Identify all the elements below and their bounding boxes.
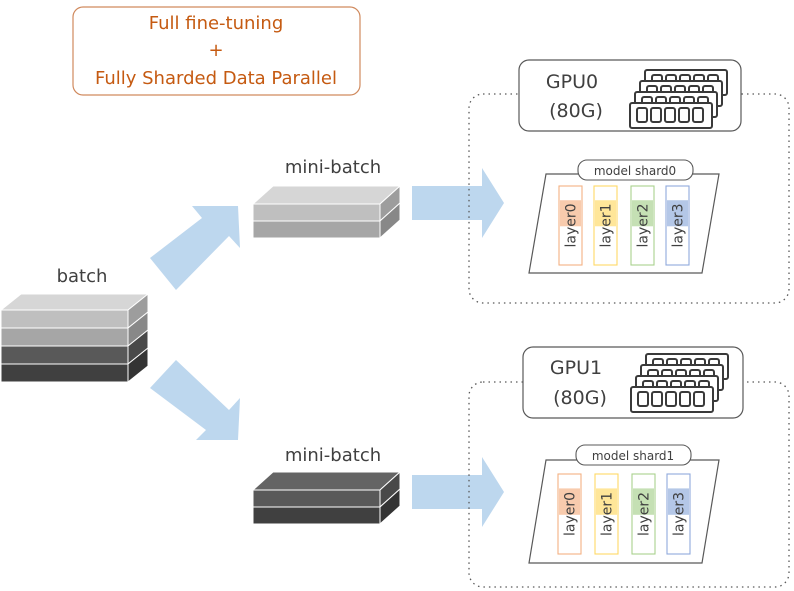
mini-batch-1: mini-batch <box>251 445 402 526</box>
gpu1-memory: (80G) <box>553 387 607 409</box>
shard1-layer-label-1: layer1 <box>600 492 616 536</box>
shard0-label-box <box>577 159 694 181</box>
batch-label: batch <box>57 266 108 287</box>
gpu1-name: GPU1 <box>550 357 602 379</box>
mini-batch-1-layer-1 <box>252 506 381 525</box>
mini-batch-label-0: mini-batch <box>285 157 381 178</box>
shard0-layer-3: layer3 <box>665 185 690 266</box>
mini-batch-label-1: mini-batch <box>285 445 381 466</box>
shard1-layer-3: layer3 <box>666 473 691 555</box>
shard1-layer-label-2: layer2 <box>637 492 653 536</box>
mini-batch-0-layer-side-1 <box>379 201 401 240</box>
shard0-layer-label-3: layer3 <box>671 203 687 247</box>
mini-batch-0-layer-1 <box>252 220 381 239</box>
shard0-layer-label-0: layer0 <box>564 203 580 247</box>
memory-module-icon <box>629 69 728 129</box>
mini-batch-0: mini-batch <box>251 157 402 240</box>
title-box: Full fine-tuning + Fully Sharded Data Pa… <box>72 6 361 96</box>
gpu0-name: GPU0 <box>546 71 598 93</box>
shard1-layer-1: layer1 <box>594 473 619 555</box>
title-plus: + <box>208 40 223 61</box>
shard0-layer-label-1: layer1 <box>599 203 615 247</box>
shard0-layer-0: layer0 <box>558 185 583 266</box>
batch-top-face <box>0 293 150 311</box>
shard1-layer-2: layer2 <box>631 473 656 555</box>
title-line-3: Fully Sharded Data Parallel <box>95 68 337 89</box>
gpu0-node: GPU0 (80G) <box>468 59 790 304</box>
gpu1-node: GPU1 (80G) <box>468 346 790 588</box>
shard0-layer-label-2: layer2 <box>636 203 652 247</box>
shard1-layer-label-0: layer0 <box>563 492 579 536</box>
memory-module-icon <box>630 353 729 413</box>
arrow-to-gpu0 <box>412 168 504 238</box>
mini-batch-0-top-face <box>251 185 402 205</box>
shard1-label: model shard1 <box>592 449 674 463</box>
shard1-label-box <box>575 444 692 466</box>
title-line-1: Full fine-tuning <box>149 13 284 34</box>
mini-batch-1-top-face <box>251 471 402 491</box>
mini-batch-1-layer-side-1 <box>379 487 401 526</box>
shard1-layer-label-3: layer3 <box>672 492 688 536</box>
batch-layer-3 <box>0 363 129 383</box>
mini-batch-0-layer-0 <box>252 203 381 222</box>
arrow-to-gpu1 <box>412 457 504 527</box>
batch-stack: batch <box>0 266 150 384</box>
shard0-layer-1: layer1 <box>593 185 618 266</box>
split-arrow-down <box>150 360 240 440</box>
batch-layer-0 <box>0 309 129 329</box>
model-shard-1: model shard1 layer0 layer1 layer2 layer3 <box>528 444 720 564</box>
split-arrow-up <box>150 206 240 290</box>
shard0-layer-2: layer2 <box>630 185 655 266</box>
gpu0-memory: (80G) <box>549 100 603 122</box>
shard0-label: model shard0 <box>594 164 676 178</box>
model-shard-0: model shard0 layer0 layer1 layer2 layer3 <box>528 159 720 274</box>
batch-layer-1 <box>0 327 129 347</box>
mini-batch-1-layer-0 <box>252 489 381 508</box>
batch-layer-side-3 <box>127 346 149 384</box>
shard1-layer-0: layer0 <box>557 473 582 555</box>
batch-layer-2 <box>0 345 129 365</box>
